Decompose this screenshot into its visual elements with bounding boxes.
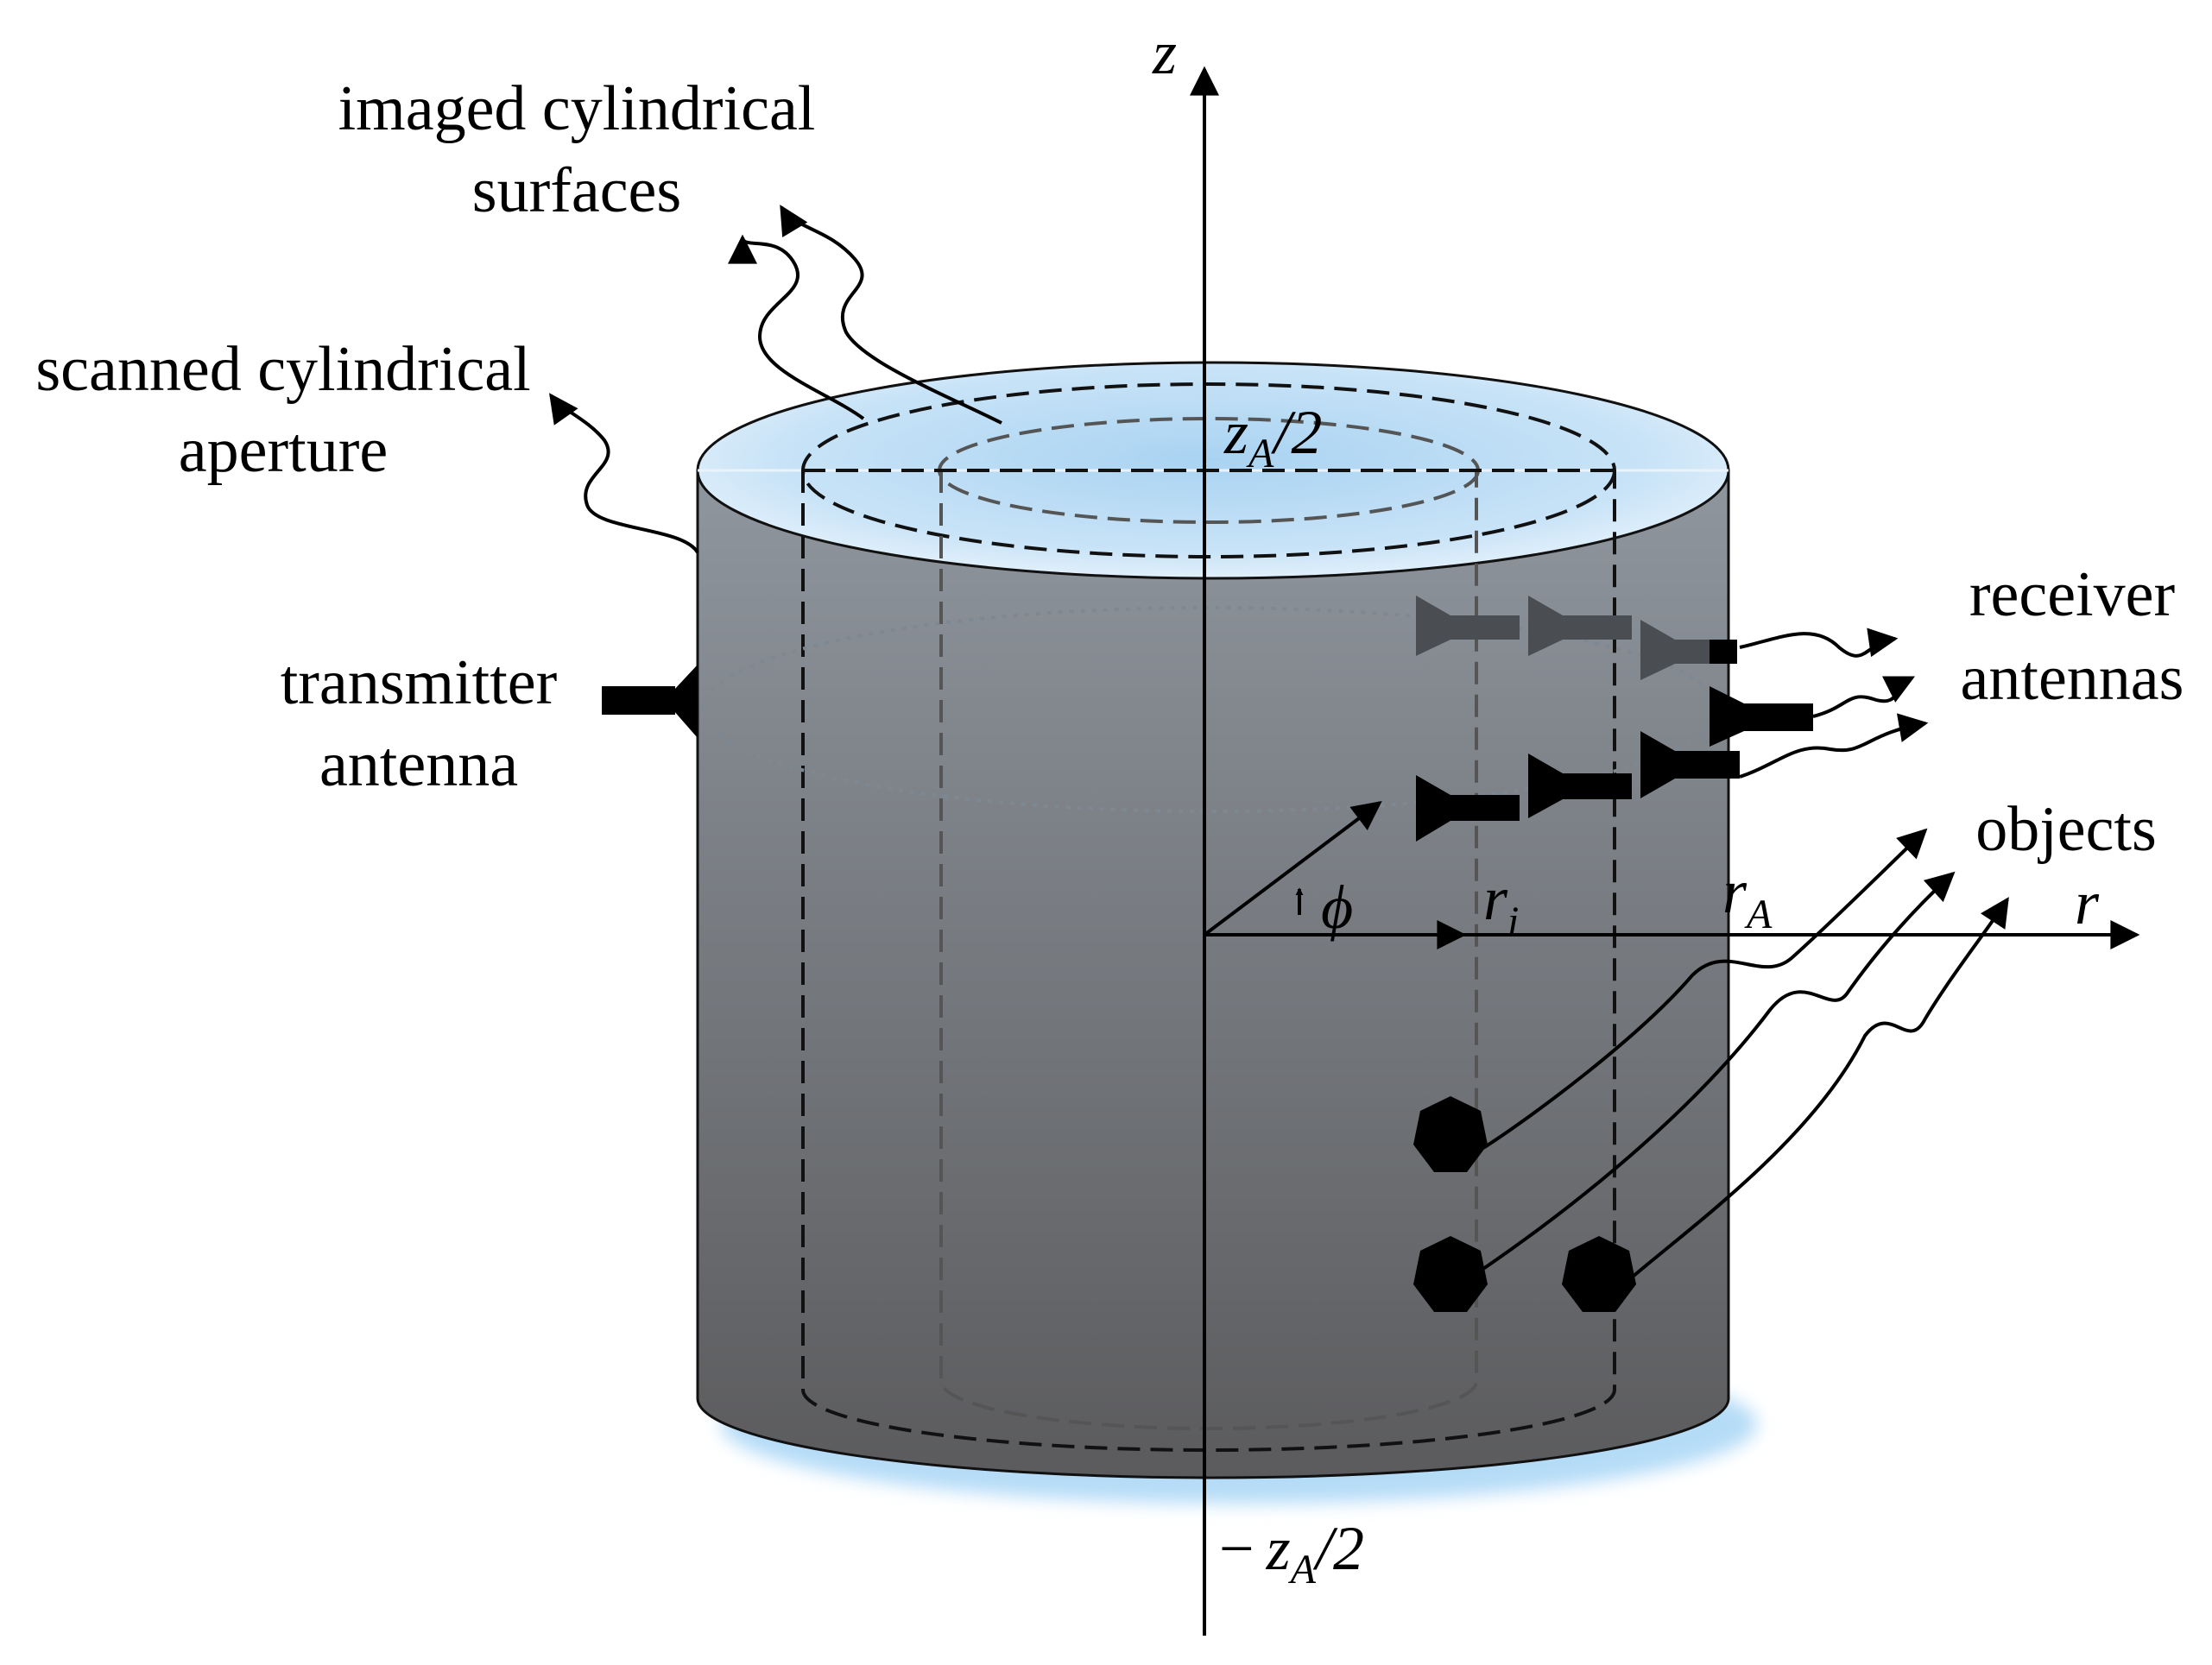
r-axis-label: r	[2075, 868, 2100, 937]
receiver-label-line1: receiver	[1969, 559, 2175, 630]
object-heptagon	[1413, 1096, 1488, 1172]
object-heptagon	[1562, 1236, 1636, 1312]
phi-label: ϕ	[1321, 873, 1353, 942]
receiver-antenna-icon	[1416, 640, 1813, 842]
transmitter-antenna-icon	[602, 665, 698, 738]
objects-label: objects	[1975, 794, 2157, 865]
transmitter-label-line1: transmitter	[281, 647, 558, 718]
scanned-label-line2: aperture	[179, 415, 388, 486]
scanned-arrow	[549, 393, 699, 554]
imaged-arrow-1	[728, 234, 865, 420]
object-heptagon	[1413, 1236, 1488, 1312]
object-arrow-1	[1482, 828, 1928, 1150]
objects	[1413, 1096, 1636, 1312]
receiver-label-line2: antennas	[1961, 643, 2184, 714]
scanned-label-line1: scanned cylindrical	[35, 334, 530, 405]
pointer-arrows	[549, 205, 2009, 1279]
phi-radial-arrow	[1203, 800, 1382, 937]
receiver-arrow-1	[1739, 628, 1899, 658]
imaged-label-line1: imaged cylindrical	[338, 73, 816, 144]
imaged-label-line2: surfaces	[472, 155, 681, 226]
rA-label: rA	[1722, 857, 1773, 937]
transmitter-label-line2: antenna	[319, 729, 518, 800]
imaged-arrow-2	[780, 205, 1002, 425]
cylinder-body	[696, 469, 1730, 1479]
receiver-antennas	[1416, 596, 1813, 842]
ri-label: ri	[1483, 864, 1519, 944]
receiver-antenna-icon	[1416, 596, 1710, 680]
object-arrow-3	[1630, 897, 2009, 1279]
labels: imaged cylindrical surfaces scanned cyli…	[35, 18, 2184, 1592]
bottom-zA-half-label: −zA/2	[1219, 1514, 1364, 1592]
object-arrow-2	[1482, 871, 1956, 1271]
z-axis-label: z	[1152, 18, 1177, 87]
top-zA-half-label: zA/2	[1223, 398, 1322, 476]
receiver-arrow-2	[1812, 676, 1916, 718]
receiver-arrow-3	[1739, 713, 1929, 779]
